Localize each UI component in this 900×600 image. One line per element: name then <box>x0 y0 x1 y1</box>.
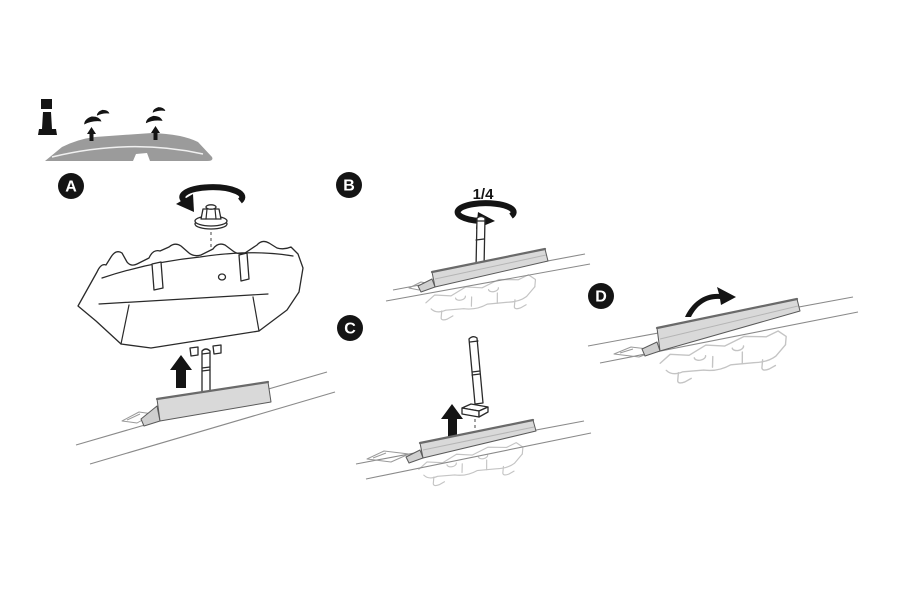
mounting-plate <box>140 380 272 427</box>
foot-silhouette <box>77 240 304 349</box>
nut-hex-body <box>200 208 222 220</box>
step-b-diagram: B 1/4 <box>336 172 591 327</box>
step-d-badge: D <box>588 283 614 309</box>
plate-left-foot <box>405 449 424 464</box>
insert-up-arrow-icon <box>441 404 463 437</box>
plate-crease <box>422 426 535 451</box>
foot-slot <box>151 261 164 291</box>
foot-tab <box>212 344 222 355</box>
foot-hole <box>217 273 227 281</box>
cover-cap-icon <box>84 116 102 125</box>
step-c-diagram: C <box>337 315 592 492</box>
roof-line <box>89 391 336 465</box>
info-icon <box>38 99 57 135</box>
mounting-plate <box>417 247 549 293</box>
stud-bolt <box>475 215 486 269</box>
plate-top-edge <box>418 418 535 445</box>
up-arrow-icon <box>151 126 160 140</box>
mounting-plate <box>641 297 801 357</box>
step-a-diagram: A <box>58 173 336 465</box>
rotate-arrowhead <box>176 194 194 212</box>
step-c-badge: C <box>337 315 363 341</box>
cover-cap-icon <box>152 107 166 113</box>
step-badge-circle <box>336 172 362 198</box>
foot-creases <box>98 293 269 345</box>
foot-tab <box>189 346 199 357</box>
roof-line <box>385 263 591 302</box>
mounting-plate <box>405 418 537 464</box>
plate-left-foot <box>140 405 161 427</box>
roof-highlight-line <box>51 145 204 158</box>
plate-face <box>656 298 801 352</box>
bolt-bands <box>475 220 486 241</box>
t-foot-side <box>478 406 489 418</box>
bolt-shaft <box>475 215 486 269</box>
bolt-shaft <box>468 336 484 405</box>
fixpoint-covers <box>84 107 166 141</box>
bolt-bands <box>469 340 481 376</box>
step-badge-circle <box>337 315 363 341</box>
quarter-turn-rotate-icon <box>454 200 517 229</box>
nut-collar <box>205 204 217 210</box>
info-icon-dot <box>41 99 52 109</box>
step-d-diagram: D <box>587 283 859 391</box>
plate-crease <box>659 305 799 340</box>
plate-top-edge <box>655 297 799 330</box>
info-icon-stem <box>38 112 57 135</box>
foot-slot <box>238 252 250 282</box>
cover-cap-icon <box>96 109 110 116</box>
rotate-arc <box>179 184 246 206</box>
step-badge-circle <box>588 283 614 309</box>
step-d-label: D <box>595 289 607 306</box>
quarter-turn-label: 1/4 <box>473 186 495 203</box>
insert-up-arrow-icon <box>170 355 192 388</box>
foot-inner-rim <box>101 252 294 279</box>
plate-face <box>156 381 272 422</box>
plate-left-foot <box>417 278 436 293</box>
plate-left-foot <box>641 341 661 357</box>
fixpoint-slot <box>366 450 410 463</box>
t-bolt <box>461 336 489 418</box>
flip-arrow-icon <box>685 287 736 317</box>
step-a-label: A <box>65 179 77 196</box>
up-arrow-icon <box>87 127 96 141</box>
step-b-label: B <box>343 178 355 195</box>
flange-nut <box>194 204 228 230</box>
roof-line <box>599 311 859 364</box>
rotate-arc <box>454 200 517 224</box>
fitting-foot-assembly <box>77 240 304 357</box>
roof-line <box>365 432 592 480</box>
step-badge-circle <box>58 173 84 199</box>
step-a-badge: A <box>58 173 84 199</box>
cover-cap-icon <box>145 115 163 124</box>
stud-bands <box>201 352 211 372</box>
plate-top-edge <box>430 247 547 274</box>
info-panel <box>38 99 213 161</box>
plate-top-edge <box>155 380 270 401</box>
nut-facets <box>205 208 217 220</box>
tighten-rotate-icon <box>176 184 246 212</box>
plate-crease <box>434 254 547 280</box>
step-c-label: C <box>344 321 356 338</box>
step-b-badge: B <box>336 172 362 198</box>
